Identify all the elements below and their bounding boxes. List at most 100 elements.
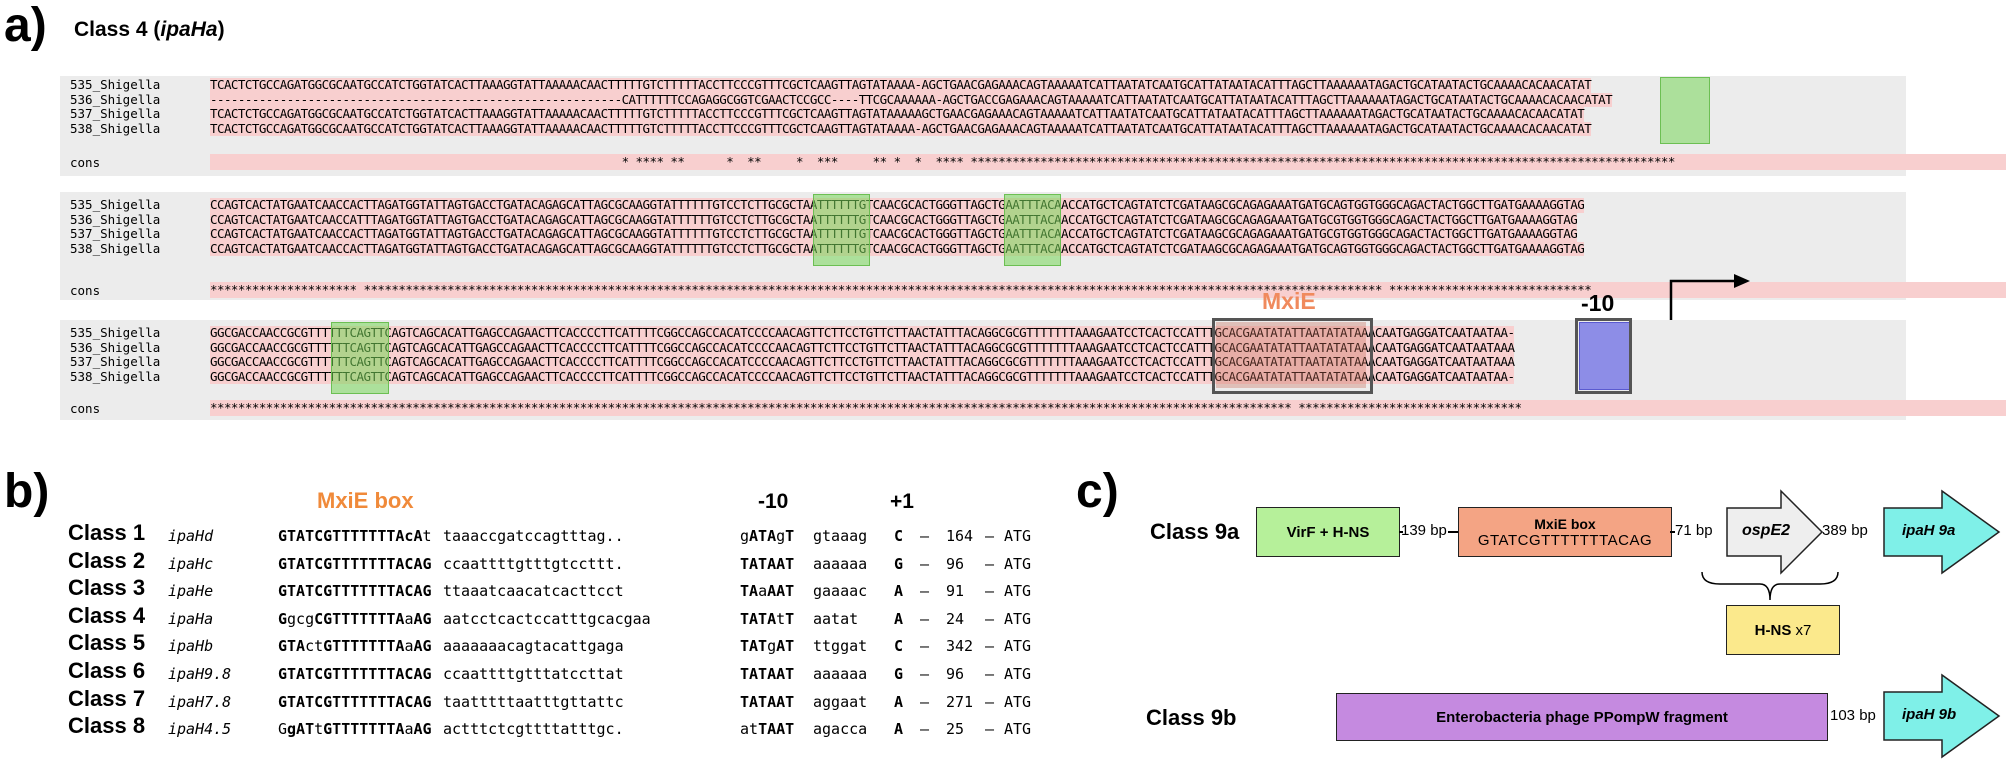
ipah9a-label: ipaH 9a bbox=[1902, 522, 1956, 539]
atg-codon: ATG bbox=[1004, 609, 1032, 628]
class9b-label: Class 9b bbox=[1146, 705, 1237, 730]
mxie-sequence: GTATCGTTTTTTTACAG bbox=[278, 582, 432, 601]
spacer-sequence: ccaattttgtttatccttat bbox=[443, 665, 624, 683]
spacer-bp-3: 389 bp bbox=[1822, 522, 1868, 539]
ttttt-highlight-4 bbox=[331, 322, 389, 394]
gene-name: ipaHe bbox=[168, 582, 214, 601]
sequence-row: CCAGTCACTATGAATCAACCACTTAGATGGTATTAGTGAC… bbox=[210, 226, 1578, 242]
separator-dash: – bbox=[920, 692, 930, 711]
mxie-box-9a: MxiE box GTATCGTTTTTTTACAG bbox=[1458, 507, 1672, 557]
sequence-row: TCACTCTGCCAGATGGCGCAATGCCATCTGGTATCACTTA… bbox=[210, 106, 1585, 122]
sequence-row: GGCGACCAACCGCGTTTTTTCAGTTCAGTCAGCACATTGA… bbox=[210, 325, 1515, 341]
mxie-region-fill bbox=[1216, 322, 1366, 388]
spacer-sequence: aatcctcactccatttgcacgaa bbox=[443, 609, 651, 628]
ospe2-label: ospE2 bbox=[1742, 522, 1791, 539]
class9a-label: Class 9a bbox=[1150, 519, 1240, 544]
sequence-name: 536_Shigella bbox=[70, 211, 161, 227]
ipah9b-label: ipaH 9b bbox=[1902, 706, 1957, 723]
after-minus10-sequence: aggaat bbox=[813, 692, 868, 711]
separator-dash: – bbox=[985, 609, 995, 628]
panel-b-letter: b) bbox=[4, 465, 50, 518]
sequence-name: 538_Shigella bbox=[70, 240, 161, 256]
distance-value: 91 bbox=[946, 582, 965, 601]
after-minus10-sequence: agacca bbox=[813, 720, 868, 739]
separator-dash: – bbox=[920, 637, 930, 656]
sequence-row: GGCGACCAACCGCGTTTTTTCAGTTCAGTCAGCACATTGA… bbox=[210, 354, 1515, 370]
gene-name: ipaH7.8 bbox=[168, 692, 232, 711]
minus10-sequence: TATAtT bbox=[740, 609, 795, 628]
plus1-base: A bbox=[894, 609, 904, 628]
panel-a-letter: a) bbox=[4, 0, 47, 52]
consensus-label: cons bbox=[70, 283, 101, 298]
after-minus10-sequence: aatat bbox=[813, 609, 859, 628]
atg-codon: ATG bbox=[1004, 720, 1032, 739]
mxie-sequence: GTATCGTTTTTTTAcAt bbox=[278, 527, 432, 545]
minus10-box-outline bbox=[1575, 318, 1632, 394]
hns-count: x7 bbox=[1795, 621, 1812, 639]
minus10-sequence: TATAAT bbox=[740, 692, 795, 711]
sequence-name: 538_Shigella bbox=[70, 368, 161, 384]
separator-dash: – bbox=[920, 665, 930, 683]
gene-name: ipaH4.5 bbox=[168, 720, 232, 739]
spacer-sequence: ccaattttgtttgtccttt. bbox=[443, 554, 624, 573]
minus10-label: -10 bbox=[1581, 290, 1615, 316]
after-minus10-sequence: aaaaaa bbox=[813, 554, 868, 573]
consensus-bar bbox=[210, 154, 2006, 170]
sequence-name: 535_Shigella bbox=[70, 325, 161, 340]
after-minus10-sequence: gtaaag bbox=[813, 527, 868, 545]
plus1-base: A bbox=[894, 582, 904, 601]
class-label: Class 7 bbox=[68, 685, 146, 711]
connector-line-3 bbox=[1670, 531, 1675, 533]
ospe2-arrow-gene bbox=[1726, 489, 1824, 575]
distance-value: 24 bbox=[946, 609, 965, 628]
mxie-box-9a-seq: GTATCGTTTTTTTACAG bbox=[1477, 531, 1653, 549]
spacer-bp-9b: 103 bp bbox=[1830, 707, 1876, 724]
after-minus10-sequence: aaaaaa bbox=[813, 665, 868, 683]
atg-codon: ATG bbox=[1004, 692, 1032, 711]
distance-value: 342 bbox=[946, 637, 974, 656]
sequence-name: 538_Shigella bbox=[70, 120, 161, 136]
after-minus10-sequence: ttggat bbox=[813, 637, 868, 656]
minus10-fill bbox=[1579, 322, 1630, 390]
ttttt-highlight-1 bbox=[1660, 77, 1710, 144]
sequence-name: 537_Shigella bbox=[70, 106, 161, 121]
minus10-sequence: TATAAT bbox=[740, 665, 795, 683]
distance-value: 25 bbox=[946, 720, 965, 739]
spacer-bp-2: 71 bp bbox=[1675, 522, 1713, 539]
minus10-sequence: gATAgT bbox=[740, 527, 795, 545]
spacer-sequence: ttaaatcaacatcacttcct bbox=[443, 582, 624, 601]
sequence-name: 537_Shigella bbox=[70, 354, 161, 369]
consensus-bar bbox=[210, 400, 2006, 416]
consensus-label: cons bbox=[70, 401, 101, 416]
minus10-sequence: atTAAT bbox=[740, 720, 795, 739]
spacer-sequence: taaaccgatccagtttag.. bbox=[443, 527, 624, 545]
gene-name: ipaHd bbox=[168, 527, 214, 545]
spacer-bp-1: 139 bp bbox=[1401, 522, 1447, 539]
distance-value: 96 bbox=[946, 554, 965, 573]
separator-dash: – bbox=[985, 582, 995, 601]
connector-line-2 bbox=[1448, 531, 1458, 533]
plus1-base: A bbox=[894, 720, 904, 739]
mxie-sequence: GgATtGTTTTTTTAaAG bbox=[278, 720, 432, 739]
mxie-sequence: GTActGTTTTTTTAaAG bbox=[278, 637, 432, 656]
separator-dash: – bbox=[985, 637, 995, 656]
sequence-name: 535_Shigella bbox=[70, 77, 161, 92]
consensus-bar bbox=[210, 282, 2006, 298]
spacer-sequence: aaaaaaacagtacattgaga bbox=[443, 637, 624, 656]
plus1-base: G bbox=[894, 665, 904, 683]
panel-b-minus10-header: -10 bbox=[758, 490, 789, 513]
sequence-row: ----------------------------------------… bbox=[210, 91, 1613, 107]
separator-dash: – bbox=[920, 582, 930, 601]
class-label: Class 2 bbox=[68, 547, 146, 573]
sequence-row: TCACTCTGCCAGATGGCGCAATGCCATCTGGTATCACTTA… bbox=[210, 77, 1592, 93]
sequence-row: CCAGTCACTATGAATCAACCATTTAGATGGTATTAGTGAC… bbox=[210, 211, 1578, 227]
separator-dash: – bbox=[920, 720, 930, 739]
consensus-row: ********************* ******************… bbox=[210, 282, 1592, 297]
hns-box: H-NS x7 bbox=[1726, 605, 1840, 655]
class-label: Class 4 bbox=[68, 602, 146, 628]
mxie-label: MxiE bbox=[1262, 288, 1316, 314]
